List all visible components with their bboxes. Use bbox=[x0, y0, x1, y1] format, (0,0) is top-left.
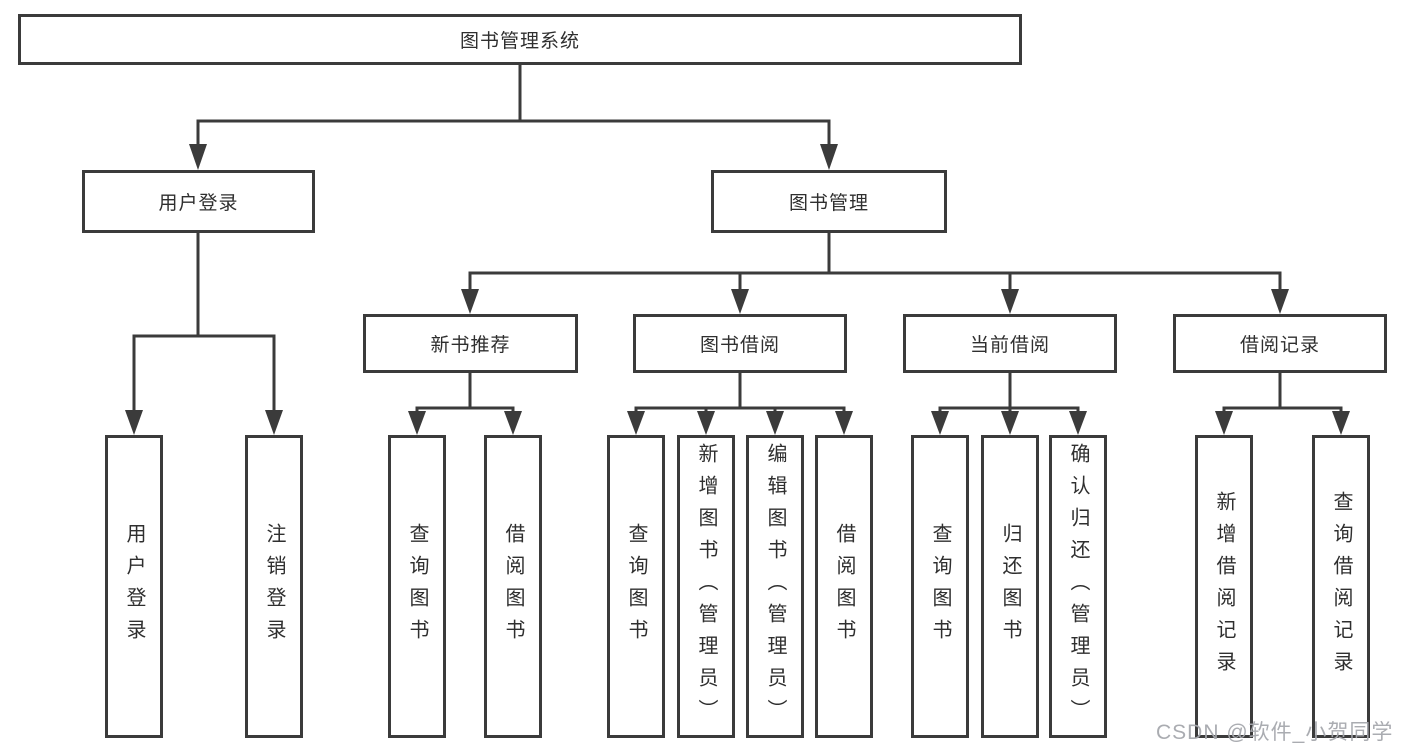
leaf-borrow-add-books-admin-label: 新增图书（管理员） bbox=[695, 442, 717, 731]
arrow-down-icon bbox=[627, 411, 645, 435]
arrow-down-icon bbox=[766, 411, 784, 435]
leaf-newbook-query-books-label: 查询图书 bbox=[406, 522, 428, 651]
arrow-down-icon bbox=[697, 411, 715, 435]
arrow-down-icon bbox=[265, 410, 283, 435]
leaf-current-confirm-return-admin-label: 确认归还（管理员） bbox=[1067, 442, 1089, 731]
leaf-newbook-query-books: 查询图书 bbox=[388, 435, 446, 738]
connector-new-book-to-leaves bbox=[408, 372, 522, 435]
arrow-down-icon bbox=[835, 411, 853, 435]
node-current-borrowing-label: 当前借阅 bbox=[969, 335, 1050, 356]
node-current-borrowing: 当前借阅 bbox=[903, 314, 1117, 373]
arrow-down-icon bbox=[189, 144, 207, 170]
connector-book-management-to-level3 bbox=[461, 232, 1289, 314]
leaf-newbook-borrow-books-label: 借阅图书 bbox=[502, 522, 524, 651]
watermark-text: CSDN @软件_小贺同学 bbox=[1156, 721, 1394, 744]
leaf-records-query-record: 查询借阅记录 bbox=[1312, 435, 1370, 738]
node-book-borrowing-label: 图书借阅 bbox=[699, 335, 780, 356]
node-root-label: 图书管理系统 bbox=[459, 31, 580, 52]
arrow-down-icon bbox=[1001, 289, 1019, 314]
arrow-down-icon bbox=[504, 411, 522, 435]
leaf-user-login-label: 用户登录 bbox=[123, 522, 145, 651]
leaf-borrow-edit-books-admin-label: 编辑图书（管理员） bbox=[764, 442, 786, 731]
leaf-current-query-books: 查询图书 bbox=[911, 435, 969, 738]
connector-current-borrow-to-leaves bbox=[931, 372, 1087, 435]
arrow-down-icon bbox=[461, 289, 479, 314]
leaf-current-return-books: 归还图书 bbox=[981, 435, 1039, 738]
leaf-newbook-borrow-books: 借阅图书 bbox=[484, 435, 542, 738]
leaf-borrow-add-books-admin: 新增图书（管理员） bbox=[677, 435, 735, 738]
node-book-management: 图书管理 bbox=[711, 170, 947, 233]
leaf-borrow-borrow-books-label: 借阅图书 bbox=[833, 522, 855, 651]
leaf-current-query-books-label: 查询图书 bbox=[929, 522, 951, 651]
leaf-logout-label: 注销登录 bbox=[263, 522, 285, 651]
node-borrowing-records: 借阅记录 bbox=[1173, 314, 1387, 373]
connector-borrow-records-to-leaves bbox=[1215, 372, 1350, 435]
leaf-user-login: 用户登录 bbox=[105, 435, 163, 738]
leaf-records-query-record-label: 查询借阅记录 bbox=[1330, 490, 1352, 683]
arrow-down-icon bbox=[125, 410, 143, 435]
node-root: 图书管理系统 bbox=[18, 14, 1022, 65]
node-user-login-label: 用户登录 bbox=[158, 193, 239, 214]
leaf-current-confirm-return-admin: 确认归还（管理员） bbox=[1049, 435, 1107, 738]
leaf-logout: 注销登录 bbox=[245, 435, 303, 738]
node-book-borrowing: 图书借阅 bbox=[633, 314, 847, 373]
connector-user-login-to-leaves bbox=[125, 232, 283, 435]
node-new-book-recommendation-label: 新书推荐 bbox=[430, 335, 511, 356]
connector-root-to-level2 bbox=[189, 65, 838, 170]
leaf-borrow-edit-books-admin: 编辑图书（管理员） bbox=[746, 435, 804, 738]
leaf-borrow-borrow-books: 借阅图书 bbox=[815, 435, 873, 738]
node-book-management-label: 图书管理 bbox=[788, 193, 869, 214]
arrow-down-icon bbox=[931, 411, 949, 435]
leaf-current-return-books-label: 归还图书 bbox=[999, 522, 1021, 651]
arrow-down-icon bbox=[731, 289, 749, 314]
arrow-down-icon bbox=[1271, 289, 1289, 314]
arrow-down-icon bbox=[820, 144, 838, 170]
arrow-down-icon bbox=[408, 411, 426, 435]
arrow-down-icon bbox=[1332, 411, 1350, 435]
arrow-down-icon bbox=[1069, 411, 1087, 435]
node-new-book-recommendation: 新书推荐 bbox=[363, 314, 578, 373]
leaf-records-add-record: 新增借阅记录 bbox=[1195, 435, 1253, 738]
connector-book-borrow-to-leaves bbox=[627, 372, 853, 435]
leaf-borrow-query-books: 查询图书 bbox=[607, 435, 665, 738]
leaf-borrow-query-books-label: 查询图书 bbox=[625, 522, 647, 651]
node-user-login: 用户登录 bbox=[82, 170, 315, 233]
arrow-down-icon bbox=[1001, 411, 1019, 435]
node-borrowing-records-label: 借阅记录 bbox=[1239, 335, 1320, 356]
leaf-records-add-record-label: 新增借阅记录 bbox=[1213, 490, 1235, 683]
arrow-down-icon bbox=[1215, 411, 1233, 435]
